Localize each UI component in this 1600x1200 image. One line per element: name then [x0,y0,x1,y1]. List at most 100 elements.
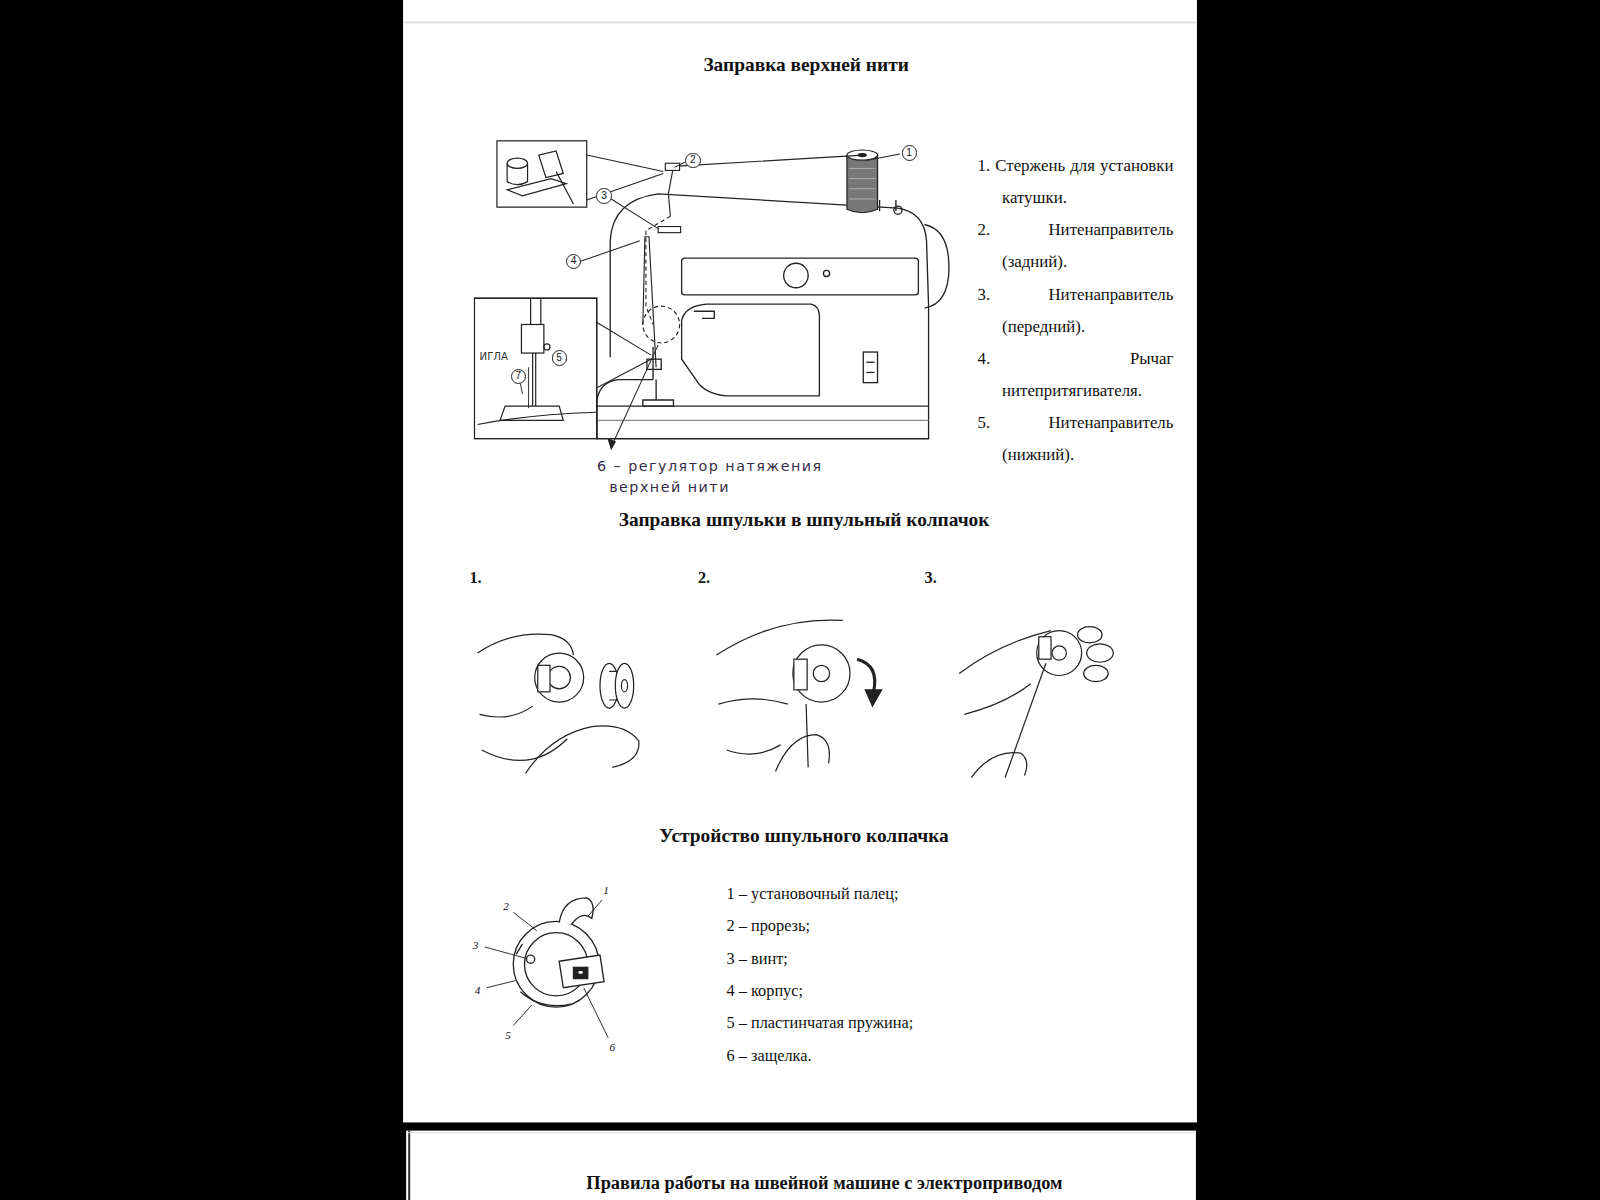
leader-line [674,162,684,167]
sewing-machine [863,352,877,383]
part-legend-item: 6 – защелка. [727,1046,1064,1066]
thread-path [665,163,679,170]
leader-line [608,439,615,449]
page-heading: Правила работы на швейной машине с элект… [467,1173,1181,1193]
needle-inset [532,353,533,406]
sewing-machine [924,224,948,308]
sewing-machine [866,372,874,373]
hand-illustration [480,706,533,717]
part-legend-item: 3 – винт; [727,949,1064,969]
callout-number: 5 [556,353,562,363]
thread-spool [847,155,878,213]
hand-illustration [1078,627,1102,643]
part-list-item: 5. Нитенаправитель (нижний). [978,407,1174,471]
hand-illustration [526,726,639,774]
leader-line [485,900,608,1038]
detail-inset: ИГЛА 7 5 [474,298,596,439]
part-list-item: 4. Рычаг нитепритягивателя. [978,343,1174,407]
bobbin-case [573,967,587,978]
step-number: 2. [698,568,739,588]
hand-illustration [964,684,1030,715]
page-title: Заправка верхней нити [551,53,1061,77]
leader-line [581,241,640,261]
callout-number: 2 [498,898,514,914]
hand-illustration [813,665,829,681]
sewing-machine [784,263,808,287]
part-list-item: 1. Стержень для установки катушки. [978,150,1174,214]
bobbin-case [516,944,522,954]
thread-guide-inset [507,163,527,184]
leader-line [513,912,536,930]
leader-line [581,154,900,449]
bobbin-case [578,970,584,974]
needle-inset [544,344,550,350]
leader-line [588,900,602,916]
page-sheet [403,21,1196,23]
hand-illustration [478,634,574,655]
part-legend-item: 1 – установочный палец; [727,884,1064,904]
leader-line [597,359,651,388]
leader-line [487,981,516,988]
inset-label: ИГЛА [479,351,509,362]
thread-guide-inset [497,141,587,207]
thread-spool [849,168,876,199]
callout-circle: 5 [552,350,567,365]
callout-number: 2 [690,155,696,165]
sewing-machine [894,206,902,214]
hand-illustration [548,666,570,688]
hand-illustration [718,699,787,704]
sewing-machine [597,194,929,439]
needle-inset [540,298,541,325]
callout-number: 5 [500,1027,516,1043]
hand-illustration [1084,665,1108,681]
hand-illustration [1087,644,1114,662]
hand-illustration [1039,637,1051,659]
leader-line [584,988,608,1038]
hand-illustration [727,745,781,754]
part-legend-item: 2 – прорезь; [727,916,1064,936]
hand-illustration [535,653,584,702]
sewing-machine [823,270,829,276]
part-list-item: 2. Нитенаправитель (задний). [978,214,1174,278]
page-sheet [403,0,1197,1122]
bobbin-case [513,898,604,1007]
callout-number: 7 [516,371,522,381]
callout-number: 3 [467,937,483,953]
hand-illustration [971,753,1026,778]
bobbin-case [559,955,604,988]
hand-illustration [857,659,875,692]
hand-illustration [776,735,830,772]
handwritten-note: 6 – регулятор натяжения верхней нити [597,456,878,497]
sewing-machine [682,304,820,396]
hand-illustration [793,645,850,702]
thread-guide-inset [539,151,563,178]
callout-number: 1 [598,882,614,898]
sewing-machine [682,258,919,295]
thread-guide-inset [497,141,587,207]
leader-line [611,345,658,447]
needle-inset [474,298,596,439]
thread-guide-inset [507,158,527,168]
part-legend-item: 5 – пластинчатая пружина; [727,1013,1064,1033]
leader-line [485,947,526,958]
bobbin-case [527,955,535,963]
hand-illustration [538,665,550,692]
leader-line [587,155,664,171]
needle-inset [474,298,596,439]
hand-illustration [615,663,633,708]
page-sheet [408,1131,410,1200]
hand-illustration [478,620,1114,778]
step-number: 3. [924,568,965,588]
callout-circle: 3 [596,188,611,203]
sewing-machine [866,362,874,363]
thread-path [643,155,863,367]
callout-number: 3 [601,191,607,201]
leader-line [611,199,658,229]
part-list-item: 3. Нитенаправитель (передний). [978,279,1174,343]
sewing-machine [597,194,949,439]
hand-illustration [1052,646,1066,660]
sewing-machine [643,400,674,406]
leader-line [867,154,900,160]
